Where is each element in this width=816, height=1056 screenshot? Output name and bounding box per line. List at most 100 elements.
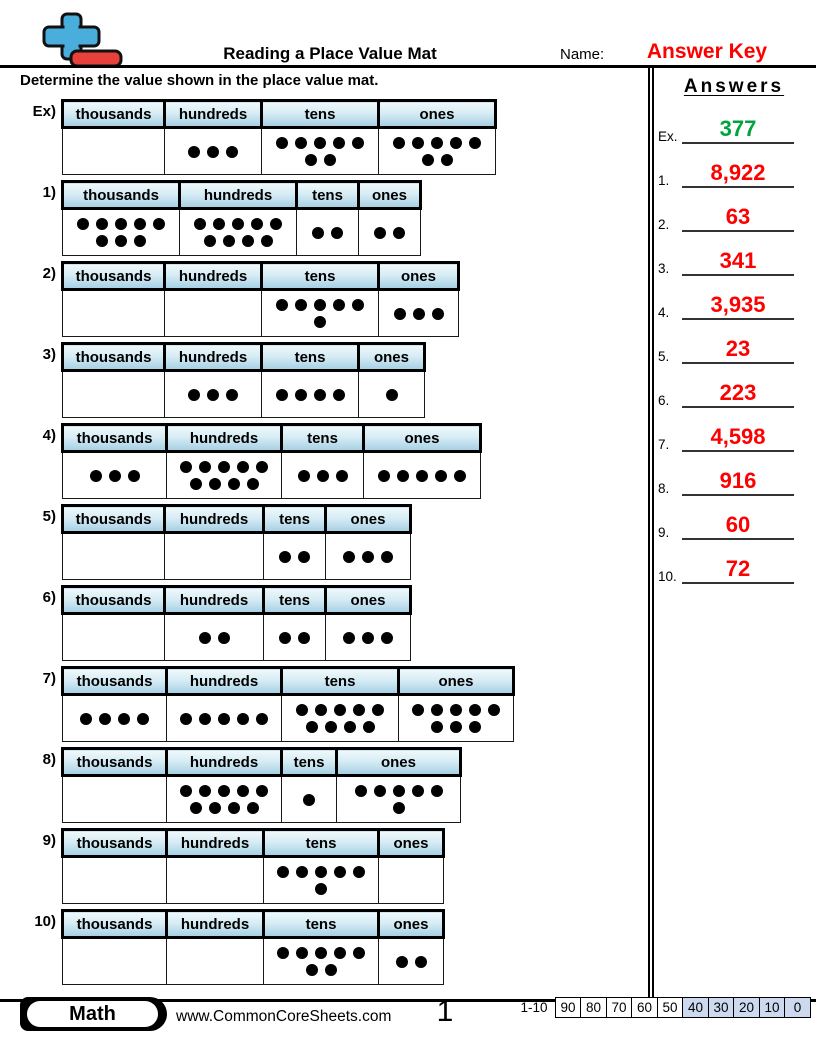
counter-dot — [137, 712, 149, 725]
problem-number-label: 10) — [34, 913, 56, 930]
counter-dot — [276, 299, 288, 311]
answer-value: 377 — [719, 115, 757, 141]
counter-dot — [334, 947, 346, 959]
answer-row: 5. 23 — [656, 326, 812, 370]
counter-dot — [208, 802, 221, 814]
dot-group — [264, 858, 378, 903]
counter-dot — [226, 145, 238, 158]
counter-dot — [334, 704, 346, 716]
dot-row — [311, 314, 330, 331]
mat-header-ones: ones — [324, 585, 412, 615]
problem-number-label: 9) — [42, 832, 56, 849]
mat-header-thousands: thousands — [61, 747, 168, 777]
score-cell-30: 30 — [707, 997, 735, 1018]
dot-group — [282, 777, 336, 822]
mat-cell-hundreds — [166, 775, 282, 823]
counter-dot — [314, 137, 326, 149]
answer-blank-line: 72 — [682, 556, 794, 584]
dot-group — [165, 372, 261, 417]
mat-cell-ones — [358, 208, 421, 256]
mat-cell-ones — [358, 370, 425, 418]
counter-dot — [270, 218, 282, 230]
footer-rule — [0, 999, 816, 1002]
counter-dot — [411, 785, 424, 797]
dot-row — [375, 467, 470, 484]
dot-row — [273, 135, 368, 152]
counter-dot — [218, 712, 230, 725]
answer-row: Ex. 377 — [656, 106, 812, 150]
counter-dot — [199, 461, 211, 473]
mat-cell-tens — [263, 937, 379, 985]
mat-header-ones: ones — [377, 99, 497, 129]
counter-dot — [203, 235, 216, 247]
answer-row: 1. 8,922 — [656, 150, 812, 194]
counter-dot — [218, 461, 230, 473]
dot-group — [264, 534, 325, 579]
answers-list: Ex. 377 1. 8,922 2. 63 3. 341 4. 3,935 5… — [656, 106, 812, 590]
mat-cell-tens — [263, 856, 379, 904]
mat-body-row — [62, 289, 459, 337]
counter-dot — [194, 218, 206, 230]
answer-number-label: Ex. — [658, 129, 678, 144]
mat-body-row — [62, 370, 425, 418]
problem-number-label: 8) — [42, 751, 56, 768]
mat-body-row — [62, 856, 444, 904]
counter-dot — [333, 299, 345, 311]
counter-dot — [414, 955, 427, 968]
counter-dot — [412, 137, 424, 149]
mat-cell-thousands — [62, 775, 167, 823]
score-cell-10: 10 — [758, 997, 786, 1018]
mat-cell-hundreds — [166, 694, 282, 742]
answer-value: 4,598 — [710, 423, 766, 449]
counter-dot — [217, 631, 230, 644]
mat-cell-thousands — [62, 613, 165, 661]
mat-cell-tens — [261, 127, 379, 175]
answer-blank-line: 341 — [682, 248, 794, 276]
score-cell-0: 0 — [784, 997, 811, 1018]
dot-group — [63, 534, 164, 579]
dot-group — [262, 129, 378, 174]
counter-dot — [199, 785, 211, 797]
problem-number-label: 7) — [42, 670, 56, 687]
counter-dot — [297, 469, 310, 482]
mat-cell-tens — [263, 613, 326, 661]
counter-dot — [304, 154, 317, 166]
mat-header-tens: tens — [280, 423, 365, 453]
counter-dot — [188, 388, 200, 401]
mat-header-ones: ones — [397, 666, 515, 696]
counter-dot — [296, 866, 308, 878]
dot-group — [282, 453, 363, 498]
name-label: Name: — [560, 46, 605, 63]
mat-header-ones: ones — [377, 909, 445, 939]
mat-cell-ones — [378, 127, 496, 175]
mat-cell-ones — [378, 289, 459, 337]
dot-row — [371, 224, 409, 241]
mat-header-thousands: thousands — [61, 423, 168, 453]
mat-header-thousands: thousands — [61, 180, 181, 210]
dot-group — [167, 696, 281, 741]
mat-cell-tens — [261, 370, 359, 418]
counter-dot — [118, 712, 130, 725]
dot-group — [264, 615, 325, 660]
mat-header-tens: tens — [280, 747, 338, 777]
dot-row — [312, 881, 331, 898]
dot-row — [191, 216, 286, 233]
mat-body-row — [62, 127, 496, 175]
mat-body-row — [62, 937, 444, 985]
problem-number-label: 3) — [42, 346, 56, 363]
counter-dot — [353, 866, 365, 878]
counter-dot — [469, 137, 481, 149]
counter-dot — [378, 469, 390, 482]
counter-dot — [115, 218, 127, 230]
counter-dot — [313, 388, 326, 401]
counter-dot — [315, 866, 327, 878]
answer-key-text: Answer Key — [646, 40, 768, 63]
